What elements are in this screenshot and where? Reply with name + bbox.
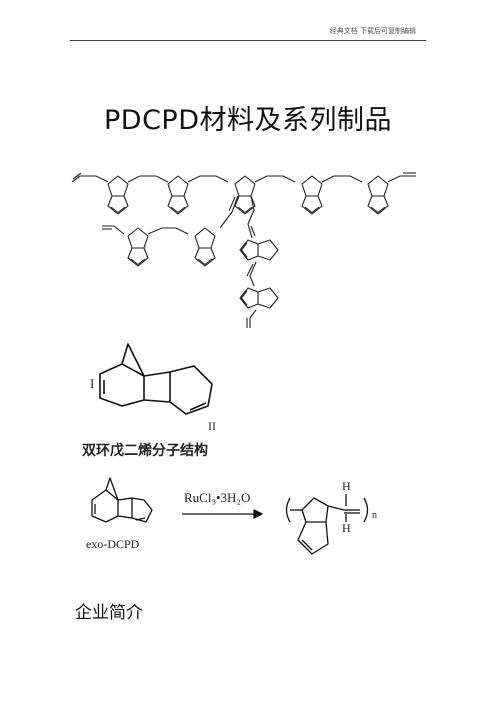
header-rule bbox=[70, 40, 426, 41]
page-title: PDCPD材料及系列制品 bbox=[104, 105, 392, 136]
catalyst-label: RuCl₃•3H₂O bbox=[184, 490, 250, 505]
subscript-n: n bbox=[372, 510, 377, 521]
label-bond-2: II bbox=[208, 419, 216, 433]
structure-caption: 双环戊二烯分子结构 bbox=[82, 443, 208, 459]
section-heading: 企业简介 bbox=[75, 603, 143, 623]
polymer-unit-structure bbox=[301, 497, 329, 523]
polymer-network-figure bbox=[71, 172, 416, 328]
polymerization-scheme: exo-DCPD RuCl₃•3H₂O H H n bbox=[86, 477, 377, 555]
h-bottom: H bbox=[342, 521, 351, 535]
monomer-structure bbox=[91, 489, 119, 523]
dcpd-structure: I II bbox=[90, 343, 216, 433]
h-top: H bbox=[342, 479, 351, 493]
monomer-label: exo-DCPD bbox=[86, 537, 140, 551]
label-bond-1: I bbox=[90, 376, 94, 391]
header-text: 经典文档 下载后可复制编辑 bbox=[329, 27, 416, 35]
